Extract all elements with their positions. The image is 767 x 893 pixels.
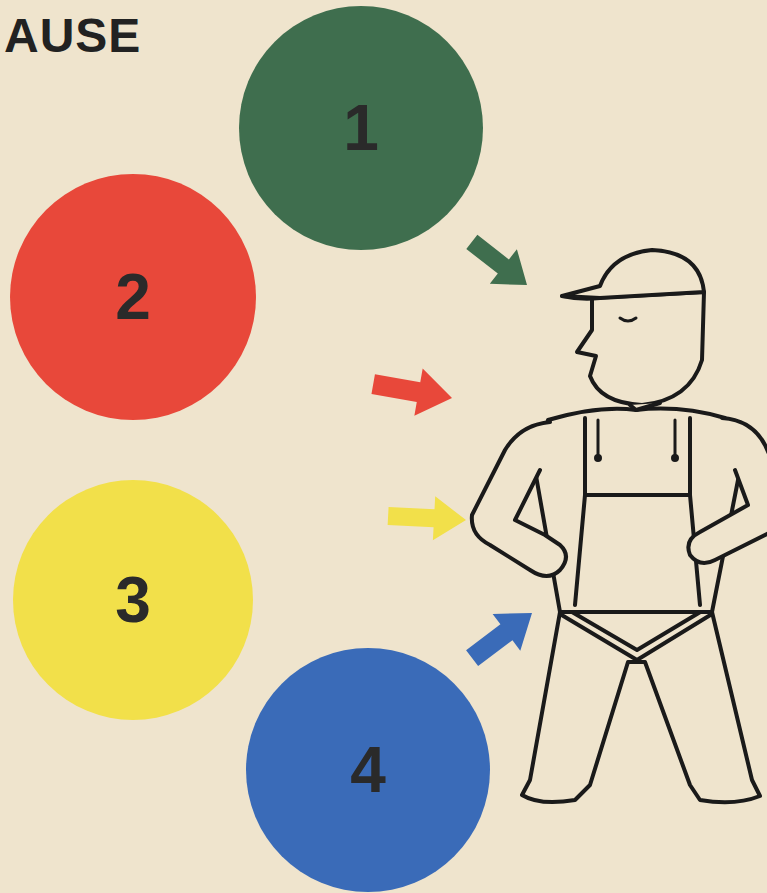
circle-fill — [10, 174, 256, 420]
worker-straps — [598, 420, 675, 455]
yellow-arrow — [387, 494, 467, 542]
worker-head — [577, 292, 704, 405]
red-arrow — [369, 360, 456, 421]
callout-number: 4 — [246, 648, 490, 892]
callout-number: 2 — [10, 174, 256, 420]
worker-eye — [620, 318, 636, 321]
worker-bib — [575, 418, 700, 605]
callout-number: 1 — [239, 6, 483, 250]
blue-arrow — [458, 595, 546, 677]
number-circle: 2 — [10, 174, 256, 420]
title: AUSE — [4, 10, 141, 63]
circle-fill — [13, 480, 253, 720]
circle-fill — [239, 6, 483, 250]
worker-cap-brim — [562, 296, 600, 299]
circle-fill — [246, 648, 490, 892]
worker-neck — [630, 403, 660, 410]
green-arrow — [458, 225, 540, 303]
number-circle: 1 — [239, 6, 483, 250]
worker-button — [673, 456, 677, 460]
callout-number: 3 — [13, 480, 253, 720]
worker-right-arm — [688, 418, 767, 563]
worker-left-arm — [472, 422, 566, 576]
number-circle: 3 — [13, 480, 253, 720]
number-circle: 4 — [246, 648, 490, 892]
worker-button — [596, 456, 600, 460]
worker-torso — [535, 409, 740, 612]
worker-cap — [562, 250, 704, 298]
worker-figure — [472, 250, 767, 802]
